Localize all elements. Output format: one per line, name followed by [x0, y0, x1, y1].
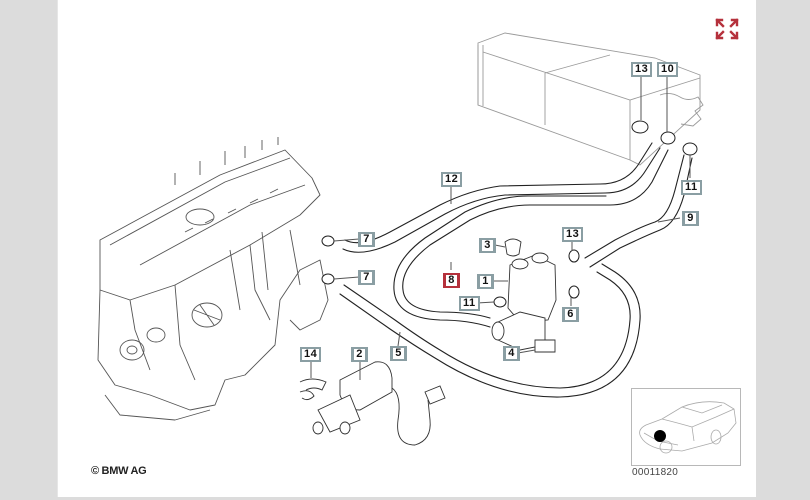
part-label-13[interactable]: 13	[631, 62, 653, 77]
heater-core-illustration	[477, 32, 704, 166]
part-label-5[interactable]: 5	[390, 346, 407, 361]
valve-illustration	[491, 238, 557, 353]
engine-illustration	[97, 137, 329, 421]
expand-arrows-icon	[715, 18, 739, 40]
car-outline-icon	[639, 401, 737, 454]
part-label-10[interactable]: 10	[657, 62, 679, 77]
part-label-3[interactable]: 3	[479, 238, 496, 253]
part-label-7[interactable]: 7	[358, 270, 375, 285]
part-label-4[interactable]: 4	[503, 346, 520, 361]
part-label-6[interactable]: 6	[562, 307, 579, 322]
pump-illustration	[299, 361, 446, 446]
part-label-13[interactable]: 13	[562, 227, 584, 242]
part-label-12[interactable]: 12	[441, 172, 463, 187]
copyright-text: © BMW AG	[91, 465, 147, 477]
leader-lines	[310, 76, 691, 380]
part-label-14[interactable]: 14	[300, 347, 322, 362]
part-label-2[interactable]: 2	[351, 347, 368, 362]
part-label-1[interactable]: 1	[477, 274, 494, 289]
part-label-9[interactable]: 9	[682, 211, 699, 226]
vehicle-location-thumbnail[interactable]	[631, 388, 741, 466]
part-label-7[interactable]: 7	[358, 232, 375, 247]
part-label-11[interactable]: 11	[459, 296, 480, 311]
illustration-number: 00011820	[632, 467, 679, 478]
part-label-8-selected[interactable]: 8	[443, 273, 460, 288]
expand-fullscreen-button[interactable]	[714, 17, 740, 41]
part-label-11[interactable]: 11	[681, 180, 702, 195]
